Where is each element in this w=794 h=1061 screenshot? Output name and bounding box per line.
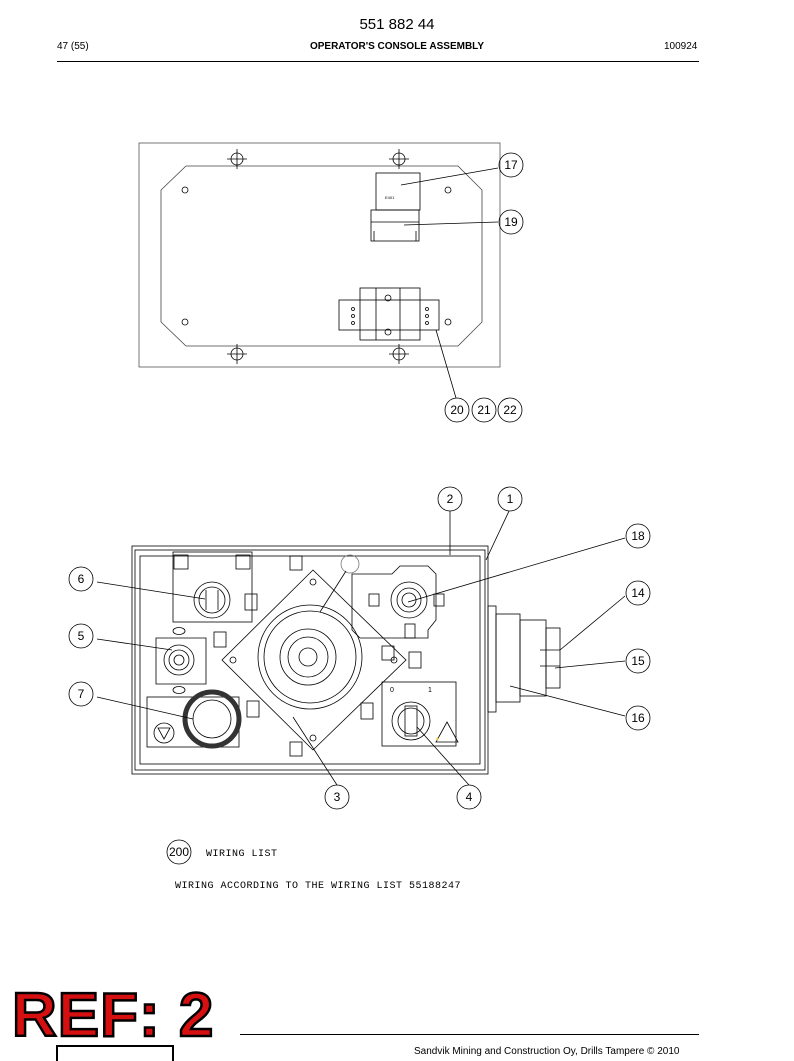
item-label-5: 5 — [78, 629, 85, 643]
wiring-note: WIRING ACCORDING TO THE WIRING LIST 5518… — [175, 881, 462, 892]
document-title: OPERATOR'S CONSOLE ASSEMBLY — [309, 41, 485, 52]
item-bubble — [68, 566, 94, 592]
footer-rule — [240, 1034, 699, 1035]
ref-stamp: REF: 2 — [11, 981, 215, 1050]
item-bubble — [68, 681, 94, 707]
item-bubble — [497, 486, 523, 512]
selector-switch-5 — [155, 627, 227, 694]
item-bubble — [625, 580, 651, 606]
item-label-15: 15 — [631, 654, 645, 668]
switch-scale-on: 1 — [428, 687, 432, 694]
component-marking: E401 — [385, 195, 395, 200]
item-bubble — [497, 397, 523, 423]
switch-scale-off: 0 — [390, 687, 394, 694]
svg-text:⚡: ⚡ — [435, 736, 440, 741]
item-bubble — [625, 648, 651, 674]
item-bubbles — [68, 152, 651, 865]
mount-crosshair — [227, 149, 409, 364]
item-label-22: 22 — [503, 403, 517, 417]
rear-component-17 — [370, 172, 421, 242]
wiring-list-label: WIRING LIST — [206, 849, 278, 860]
main-switch — [381, 681, 459, 747]
item-label-6: 6 — [78, 572, 85, 586]
side-connector — [487, 605, 561, 713]
item-label-20: 20 — [450, 403, 464, 417]
item-bubble — [498, 152, 524, 178]
front-view-panel: ⚡ — [131, 545, 561, 775]
item-bubble — [437, 486, 463, 512]
item-label-4: 4 — [466, 790, 473, 804]
emergency-stop — [146, 689, 260, 749]
item-bubble — [456, 784, 482, 810]
item-label-1: 1 — [507, 492, 514, 506]
page-number: 47 (55) — [57, 41, 89, 52]
item-bubble — [444, 397, 470, 423]
item-bubble — [68, 623, 94, 649]
selector-switch-6 — [172, 551, 258, 623]
item-label-14: 14 — [631, 586, 645, 600]
item-label-3: 3 — [334, 790, 341, 804]
item-label-7: 7 — [78, 687, 85, 701]
item-label-18: 18 — [631, 529, 645, 543]
brand-logo-icon — [56, 1045, 174, 1061]
item-bubble — [625, 523, 651, 549]
item-bubble — [166, 839, 192, 865]
rear-view-panel — [138, 142, 501, 368]
document-number: 551 882 44 — [359, 16, 435, 33]
item-bubble — [471, 397, 497, 423]
item-label-21: 21 — [477, 403, 491, 417]
item-bubble — [498, 209, 524, 235]
joystick — [221, 554, 422, 757]
item-label-2: 2 — [447, 492, 454, 506]
item-label-17: 17 — [504, 158, 518, 172]
item-label-19: 19 — [504, 215, 518, 229]
item-bubble — [625, 705, 651, 731]
document-date: 100924 — [664, 41, 698, 52]
item-label-16: 16 — [631, 711, 645, 725]
item-label-200: 200 — [169, 845, 189, 859]
item-bubble — [324, 784, 350, 810]
selector-switch-18 — [351, 565, 445, 639]
header-rule — [57, 61, 699, 62]
terminal-block — [338, 287, 440, 341]
footer-copyright: Sandvik Mining and Construction Oy, Dril… — [414, 1046, 680, 1057]
